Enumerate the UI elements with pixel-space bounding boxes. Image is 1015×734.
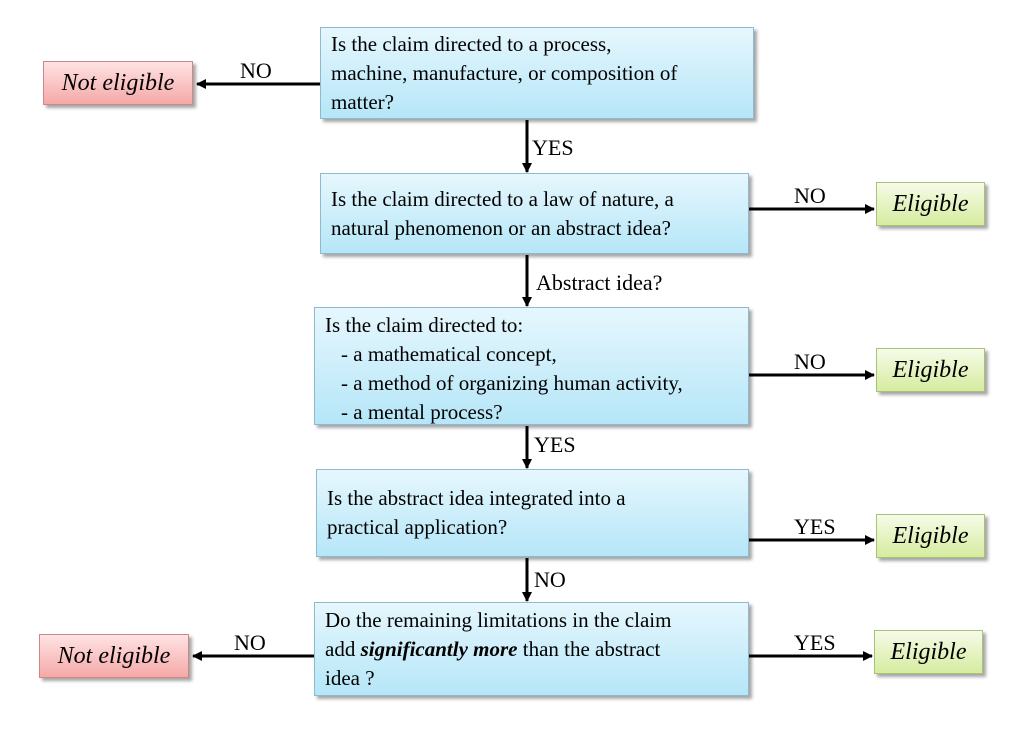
question-1-line: Is the claim directed to a process,	[331, 32, 612, 56]
edge-label-q5-no: NO	[234, 630, 266, 655]
not-eligible-outcome-1: Not eligible	[43, 61, 193, 105]
question-1-line: machine, manufacture, or composition of	[331, 61, 678, 85]
question-5-line: add significantly more than the abstract	[325, 635, 738, 664]
edge-label-q2-no: NO	[794, 183, 826, 208]
question-5-text: add	[325, 637, 361, 661]
question-5-line: idea ?	[325, 666, 375, 690]
not-eligible-outcome-5: Not eligible	[39, 634, 189, 678]
question-1-line: matter?	[331, 90, 394, 114]
edge-label-q5-yes: YES	[794, 630, 836, 655]
eligible-outcome-5: Eligible	[874, 630, 983, 674]
question-2-box: Is the claim directed to a law of nature…	[320, 173, 749, 254]
question-5-text: than the abstract	[517, 637, 661, 661]
eligible-outcome-2: Eligible	[876, 182, 985, 226]
significantly-more-emphasis: significantly more	[360, 637, 518, 661]
edge-label-q1-yes: YES	[532, 135, 574, 160]
question-4-box: Is the abstract idea integrated into a p…	[316, 469, 749, 557]
question-4-line: practical application?	[327, 515, 508, 539]
question-1-box: Is the claim directed to a process, mach…	[320, 27, 754, 119]
eligible-outcome-4: Eligible	[876, 514, 985, 558]
eligible-outcome-3: Eligible	[876, 348, 985, 392]
question-3-line: - a mathematical concept,	[341, 342, 557, 366]
edge-label-q4-yes: YES	[794, 514, 836, 539]
question-3-line: Is the claim directed to:	[325, 313, 524, 337]
question-2-line: natural phenomenon or an abstract idea?	[331, 216, 671, 240]
question-2-line: Is the claim directed to a law of nature…	[331, 187, 674, 211]
question-5-line: Do the remaining limitations in the clai…	[325, 608, 672, 632]
question-3-line: - a mental process?	[341, 400, 503, 424]
edge-label-q3-no: NO	[794, 349, 826, 374]
edge-label-q3-yes: YES	[534, 432, 576, 457]
edge-label-q1-no: NO	[240, 58, 272, 83]
edge-label-q2-abstract: Abstract idea?	[536, 270, 663, 295]
question-5-box: Do the remaining limitations in the clai…	[314, 602, 749, 696]
question-3-line: - a method of organizing human activity,	[341, 371, 683, 395]
question-3-box: Is the claim directed to: - a mathematic…	[314, 307, 749, 425]
question-4-line: Is the abstract idea integrated into a	[327, 486, 626, 510]
edge-label-q4-no: NO	[534, 567, 566, 592]
